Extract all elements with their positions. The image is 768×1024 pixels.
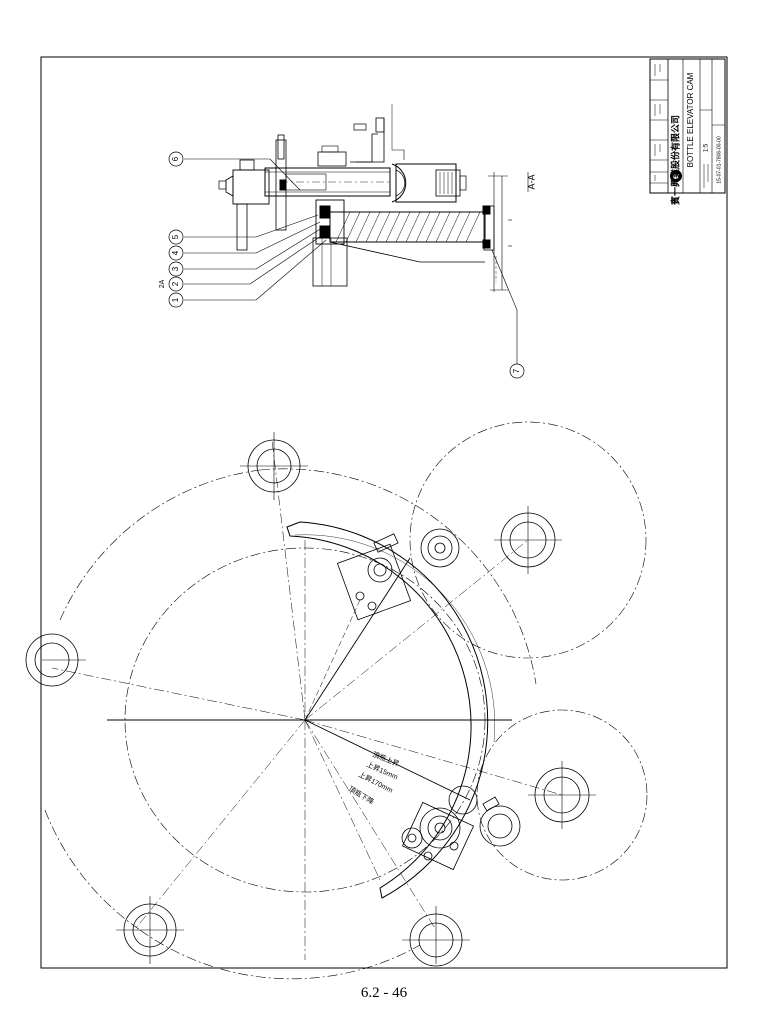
balloon-6-label: 6: [171, 156, 180, 161]
drawing-number: 15-07-01-7806-00-00: [716, 136, 722, 183]
starwheel-hubs: [500, 512, 590, 823]
plan-view: [25, 421, 648, 980]
balloon-4-label: 4: [171, 250, 180, 255]
cam-track: [286, 521, 489, 899]
drawing-scale: 1:5: [704, 143, 710, 152]
balloon-3-label: 3: [171, 266, 180, 271]
roller-assembly-lower: [401, 785, 521, 871]
balloon-1-label: 1: [171, 297, 180, 302]
drawing-title: BOTTLE ELEVATOR CAM: [686, 72, 695, 167]
balloon-2a-label: 2A: [159, 279, 166, 288]
roller-assembly-upper: [336, 528, 460, 621]
infeed-starwheel-circle: [409, 421, 647, 659]
balloon-2: [168, 276, 184, 292]
balloon-7-label: 7: [512, 368, 521, 373]
cam-notes: 頂瓶上昇 上昇15mm 上昇170mm 頂瓶下降: [347, 750, 401, 807]
title-block: 賓一興業股份有限公司 BOTTLE ELEVATOR CAM 1:5 15-07…: [649, 58, 726, 206]
part-balloons: 6 5 4 3 2 2A 1 7: [159, 151, 525, 379]
balloon-5-label: 5: [171, 234, 180, 239]
balloon-1: [168, 292, 184, 308]
balloon-6: [168, 151, 184, 167]
drawing-border: [40, 56, 728, 969]
company-name: 賓一興業股份有限公司: [669, 115, 680, 206]
balloon-4: [168, 245, 184, 261]
section-view: [218, 104, 512, 292]
page-number: 6.2 - 46: [360, 985, 408, 1001]
balloon-3: [168, 261, 184, 277]
discharge-starwheel-circle: [476, 709, 648, 881]
balloon-2-label: 2: [171, 281, 180, 286]
turret-pitch-circle: [59, 469, 261, 621]
cam-note-4: 頂瓶下降: [347, 784, 376, 806]
section-label: A-A: [526, 174, 536, 189]
balloon-5: [168, 229, 184, 245]
balloon-7: [509, 363, 525, 379]
